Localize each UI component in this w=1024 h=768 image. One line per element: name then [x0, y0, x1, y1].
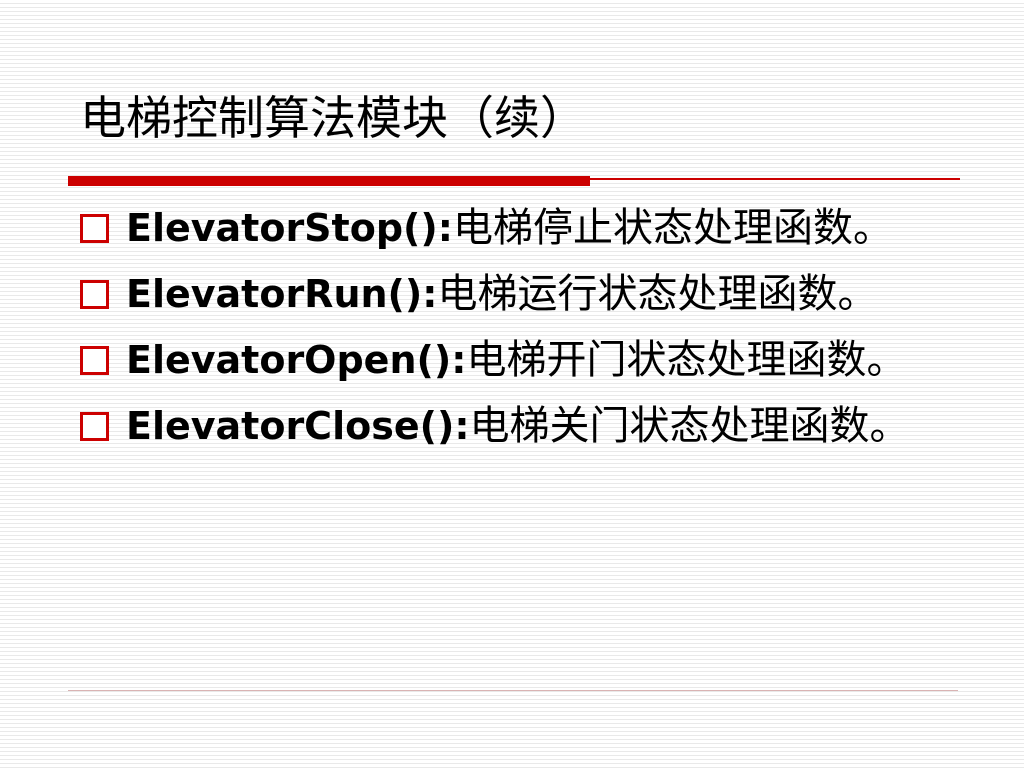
hollow-square-bullet-icon	[80, 412, 109, 441]
function-name: ElevatorClose():	[126, 404, 470, 448]
hollow-square-bullet-icon	[80, 214, 109, 243]
function-name: ElevatorRun():	[126, 272, 438, 316]
bullet-item-elevator-close: ElevatorClose():电梯关门状态处理函数。	[78, 398, 948, 454]
title-underline-thin	[590, 178, 960, 180]
function-description: 电梯停止状态处理函数。	[452, 205, 893, 251]
function-description: 电梯开门状态处理函数。	[466, 337, 907, 383]
slide-title: 电梯控制算法模块（续）	[80, 91, 586, 145]
footer-divider	[68, 690, 958, 691]
bullet-list: ElevatorStop():电梯停止状态处理函数。 ElevatorRun()…	[78, 200, 948, 464]
bullet-item-elevator-run: ElevatorRun():电梯运行状态处理函数。	[78, 266, 948, 322]
function-name: ElevatorOpen():	[126, 338, 467, 382]
bullet-item-elevator-open: ElevatorOpen():电梯开门状态处理函数。	[78, 332, 948, 388]
title-underline-thick	[68, 176, 590, 186]
function-description: 电梯运行状态处理函数。	[437, 271, 878, 317]
hollow-square-bullet-icon	[80, 280, 109, 309]
hollow-square-bullet-icon	[80, 346, 109, 375]
function-description: 电梯关门状态处理函数。	[469, 403, 910, 449]
function-name: ElevatorStop():	[126, 206, 453, 250]
bullet-item-elevator-stop: ElevatorStop():电梯停止状态处理函数。	[78, 200, 948, 256]
